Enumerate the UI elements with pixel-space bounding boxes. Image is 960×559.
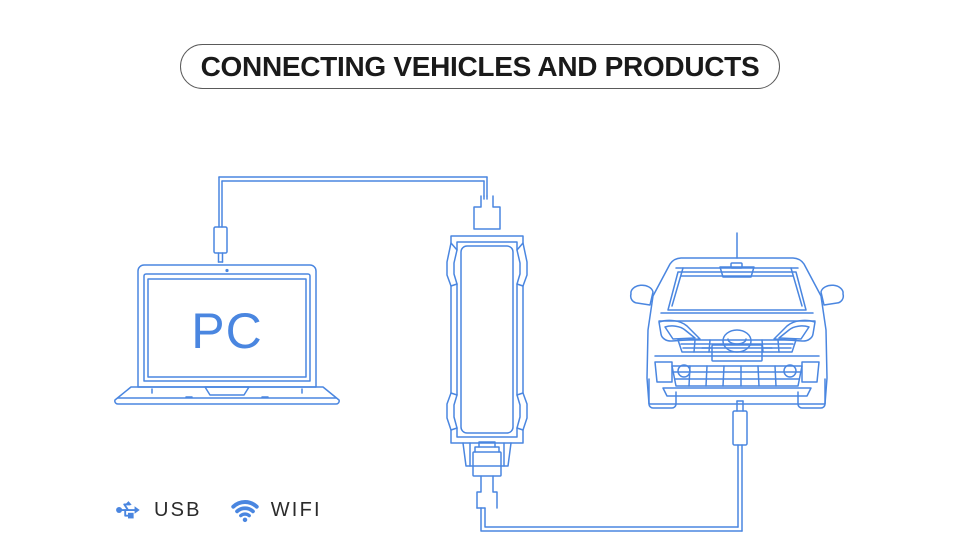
usb-icon xyxy=(116,501,140,519)
wifi-icon xyxy=(231,500,259,523)
obd-cable-vci-to-vehicle xyxy=(472,400,748,532)
legend-item-usb: USB xyxy=(113,495,202,525)
legend-label-wifi: WIFI xyxy=(270,499,322,521)
legend: USB WIFI xyxy=(113,490,322,530)
legend-label-usb: USB xyxy=(154,499,202,521)
page-title: CONNECTING VEHICLES AND PRODUCTS xyxy=(200,50,760,82)
usb-cable-pc-to-vci xyxy=(213,176,488,263)
page-title-banner: CONNECTING VEHICLES AND PRODUCTS xyxy=(180,44,780,89)
car-front-view xyxy=(629,232,845,409)
laptop-screen-label: PC xyxy=(191,303,262,359)
laptop-computer xyxy=(114,264,340,405)
vci-device xyxy=(446,195,528,467)
legend-item-wifi: WIFI xyxy=(230,495,322,525)
